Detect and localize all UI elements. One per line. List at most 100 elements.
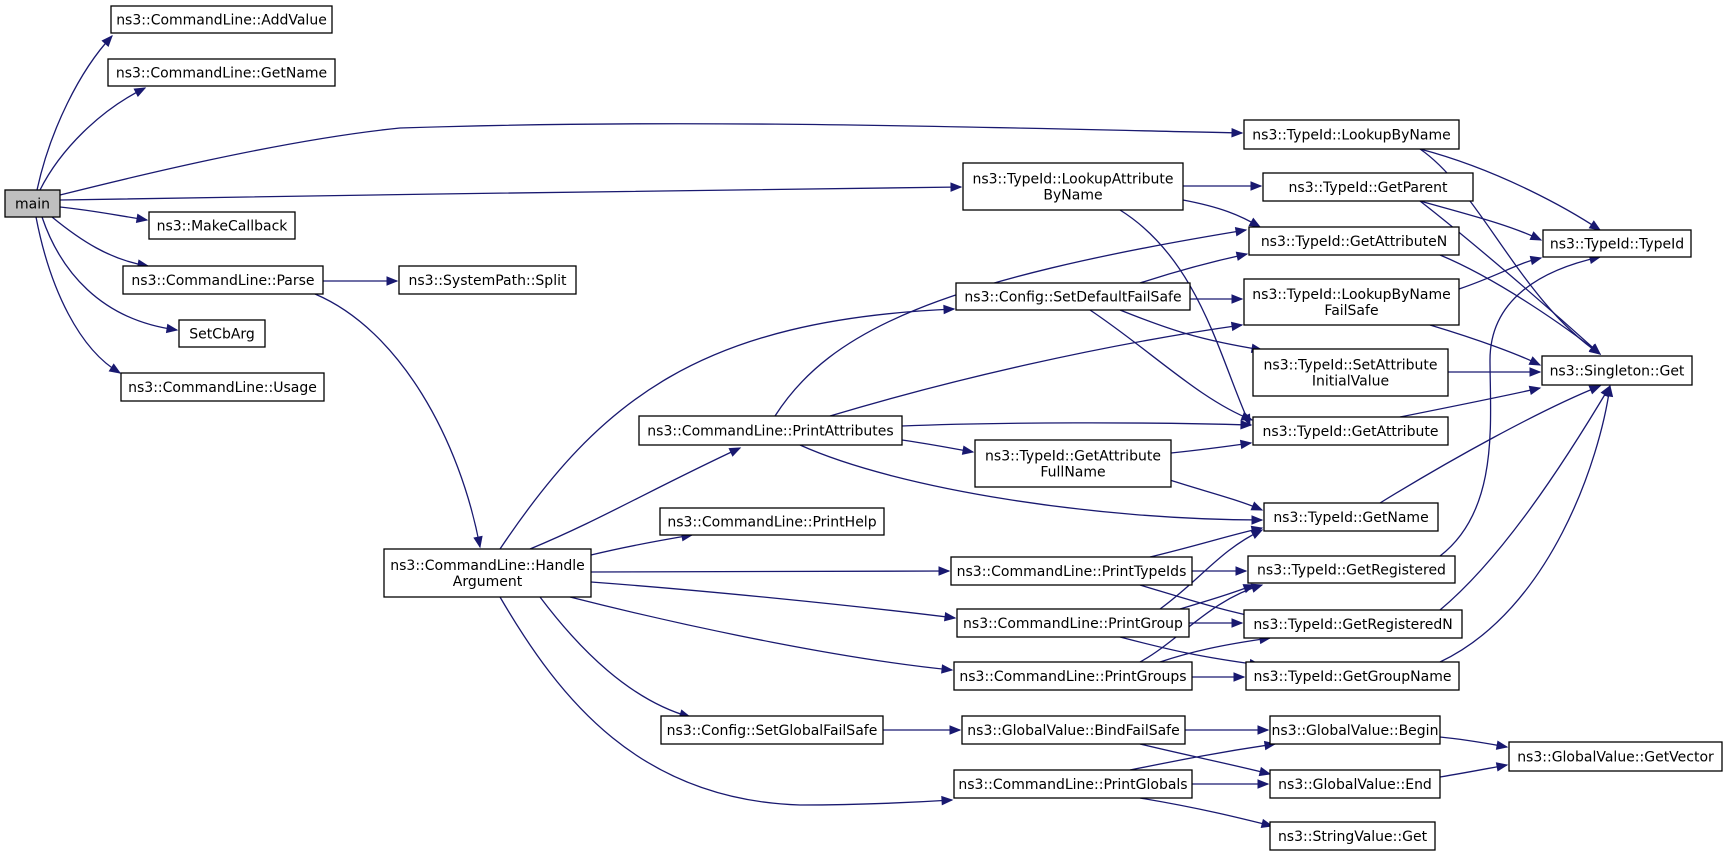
node-getattrn[interactable]: ns3::TypeId::GetAttributeN — [1248, 226, 1460, 256]
node-printattrs[interactable]: ns3::CommandLine::PrintAttributes — [638, 415, 903, 446]
edge-line — [499, 308, 955, 550]
node-box — [660, 715, 884, 745]
node-box — [1269, 715, 1441, 745]
node-box — [148, 211, 296, 240]
node-box — [1262, 172, 1474, 202]
node-stringget[interactable]: ns3::StringValue::Get — [1269, 821, 1436, 851]
node-printhelp[interactable]: ns3::CommandLine::PrintHelp — [659, 507, 885, 536]
arrowhead — [1239, 439, 1253, 450]
node-printgroup[interactable]: ns3::CommandLine::PrintGroup — [956, 608, 1190, 638]
node-printglobals[interactable]: ns3::CommandLine::PrintGlobals — [953, 769, 1193, 799]
node-label: ns3::CommandLine::PrintHelp — [667, 515, 876, 531]
arrowhead — [135, 213, 149, 224]
edge-line — [1129, 743, 1276, 771]
node-printtypeids[interactable]: ns3::CommandLine::PrintTypeIds — [950, 556, 1193, 586]
edge-line — [539, 596, 691, 718]
node-box — [950, 556, 1193, 586]
edge-line — [1089, 309, 1253, 421]
edge-printglobals-to-stringget — [1139, 797, 1274, 829]
edge-line — [529, 447, 741, 550]
node-makecallback[interactable]: ns3::MakeCallback — [148, 211, 296, 240]
node-box — [1269, 821, 1436, 851]
edge-handlearg-to-printattrs — [529, 447, 742, 550]
arrowhead — [1495, 762, 1509, 772]
arrowhead — [1257, 725, 1270, 735]
edge-line — [59, 206, 148, 221]
node-getattr[interactable]: ns3::TypeId::GetAttribute — [1252, 416, 1449, 446]
node-getparent[interactable]: ns3::TypeId::GetParent — [1262, 172, 1474, 202]
node-box — [1245, 661, 1460, 691]
arrowhead — [728, 447, 742, 457]
edge-getattr-to-singleton — [1399, 385, 1542, 418]
node-box — [1508, 741, 1723, 772]
arrowhead — [949, 725, 962, 735]
node-getname_tid[interactable]: ns3::TypeId::GetName — [1263, 502, 1439, 532]
arrowhead — [1529, 255, 1543, 266]
edge-line — [59, 186, 962, 201]
arrowhead — [1231, 128, 1244, 138]
edge-line — [314, 293, 481, 548]
arrowhead — [1588, 220, 1602, 231]
node-label: ns3::TypeId::GetRegistered — [1257, 563, 1446, 579]
arrowhead — [1250, 529, 1264, 539]
edge-bindfs-to-gvbegin — [1185, 725, 1270, 735]
edge-line — [41, 216, 178, 331]
arrowhead — [1528, 385, 1542, 395]
node-lookupbyname[interactable]: ns3::TypeId::LookupByName — [1243, 119, 1460, 150]
arrowhead — [1257, 779, 1270, 789]
node-label: ns3::TypeId::TypeId — [1550, 237, 1684, 253]
node-box — [398, 265, 577, 295]
node-getvector[interactable]: ns3::GlobalValue::GetVector — [1508, 741, 1723, 772]
edge-line — [1419, 200, 1601, 355]
node-getname_cl[interactable]: ns3::CommandLine::GetName — [107, 58, 336, 87]
node-label: ns3::TypeId::GetRegisteredN — [1253, 617, 1452, 633]
node-label: ns3::TypeId::GetName — [1273, 510, 1428, 526]
node-label: ns3::TypeId::GetGroupName — [1254, 669, 1452, 685]
arrowhead — [1240, 419, 1253, 430]
node-setglobalfs[interactable]: ns3::Config::SetGlobalFailSafe — [660, 715, 884, 745]
node-box — [1243, 119, 1460, 150]
node-label: ns3::CommandLine::PrintTypeIds — [957, 564, 1187, 580]
edge-line — [1119, 636, 1261, 666]
node-gvend[interactable]: ns3::GlobalValue::End — [1269, 769, 1441, 799]
node-printgroups[interactable]: ns3::CommandLine::PrintGroups — [953, 661, 1193, 691]
arrowhead — [1251, 515, 1264, 525]
node-box — [1269, 769, 1441, 799]
node-getgroupname[interactable]: ns3::TypeId::GetGroupName — [1245, 661, 1460, 691]
edge-line — [1419, 200, 1542, 241]
node-getregistered[interactable]: ns3::TypeId::GetRegistered — [1247, 555, 1456, 584]
arrowhead — [473, 535, 483, 549]
node-bindfs[interactable]: ns3::GlobalValue::BindFailSafe — [961, 715, 1186, 745]
node-gvbegin[interactable]: ns3::GlobalValue::Begin — [1269, 715, 1441, 745]
node-label: ns3::Singleton::Get — [1550, 364, 1685, 380]
node-getregisteredn[interactable]: ns3::TypeId::GetRegisteredN — [1243, 609, 1463, 639]
node-label: ns3::TypeId::GetAttributeN — [1261, 234, 1447, 250]
edge-handlearg-to-setglobalfs — [539, 596, 692, 719]
edge-printgroups-to-getregistered — [1139, 583, 1264, 663]
edge-handlearg-to-printhelp — [590, 532, 694, 556]
node-addvalue[interactable]: ns3::CommandLine::AddValue — [110, 5, 333, 34]
arrowhead — [101, 34, 113, 47]
node-singleton[interactable]: ns3::Singleton::Get — [1541, 355, 1693, 386]
node-box — [1541, 355, 1693, 386]
node-typeid[interactable]: ns3::TypeId::TypeId — [1542, 229, 1692, 258]
edge-getparent-to-singleton — [1419, 200, 1602, 355]
node-setcbarg[interactable]: SetCbArg — [178, 319, 266, 348]
node-setdefaultfs[interactable]: ns3::Config::SetDefaultFailSafe — [955, 282, 1191, 311]
node-split[interactable]: ns3::SystemPath::Split — [398, 265, 577, 295]
node-box — [953, 661, 1193, 691]
node-parse[interactable]: ns3::CommandLine::Parse — [122, 265, 324, 295]
node-label: ns3::SystemPath::Split — [409, 273, 567, 289]
arrowhead — [1260, 818, 1274, 829]
node-usage[interactable]: ns3::CommandLine::Usage — [120, 372, 325, 402]
edge-setdefaultfs-to-setattrinit — [1119, 309, 1264, 353]
edge-main-to-lookupattr — [59, 182, 963, 201]
edge-line — [39, 87, 146, 191]
arrowhead — [1240, 411, 1254, 421]
graph-nodes: mainns3::CommandLine::AddValuens3::Comma… — [4, 5, 1723, 851]
